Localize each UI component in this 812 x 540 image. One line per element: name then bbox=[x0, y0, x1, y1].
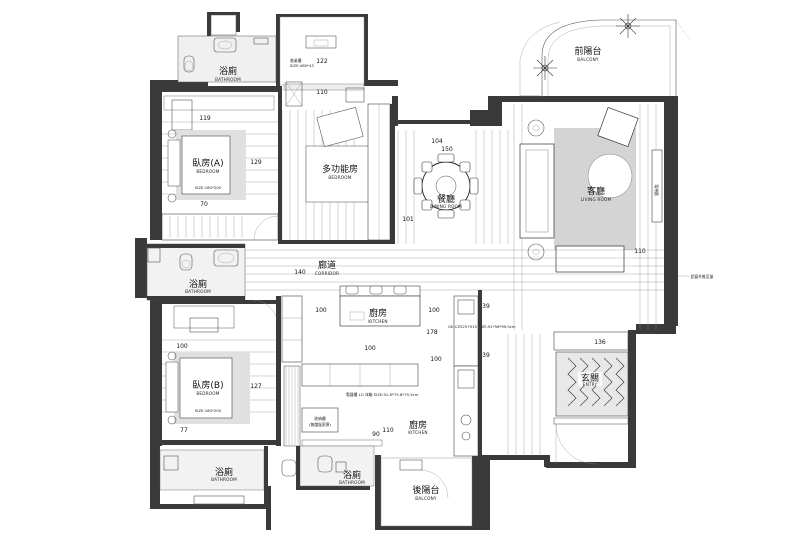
storage-note-1: 收納櫃 bbox=[314, 416, 326, 421]
dim-39a: 39 bbox=[482, 303, 490, 310]
plant-icon bbox=[533, 56, 557, 80]
dim-101: 101 bbox=[402, 216, 414, 223]
bedroom-a-title: 臥房(A) bbox=[192, 157, 223, 169]
storage-note-2: (無擋陰家俱) bbox=[309, 422, 331, 427]
balcony-back-title: 後陽台 bbox=[412, 484, 439, 496]
dim-110a: 110 bbox=[316, 89, 328, 96]
living-title: 客廳 bbox=[587, 185, 605, 197]
kitchen-side: 電器櫃 LG 冰箱 SIZE:91.8*75.8*75.5cm 收納櫃 (無擋陰… bbox=[283, 363, 428, 447]
dim-70: 70 bbox=[200, 201, 208, 208]
tv-label: 電視牆 bbox=[654, 184, 659, 196]
dim-110b: 110 bbox=[634, 248, 646, 255]
bath-top-sub: BATHROOM bbox=[215, 77, 241, 82]
dim-150: 150 bbox=[441, 146, 453, 153]
air-note: 鋁窗外推至量 bbox=[691, 274, 714, 279]
bath-top-title: 浴廁 bbox=[219, 65, 237, 77]
bath-bl-title: 浴廁 bbox=[215, 466, 233, 478]
living-sub: LIVING ROOM bbox=[581, 197, 612, 202]
dim-178: 178 bbox=[426, 329, 438, 336]
dining-sub: DINING ROOM bbox=[430, 204, 462, 209]
dim-100b: 100 bbox=[428, 307, 440, 314]
front-balcony: 前陽台 BALCONY bbox=[519, 14, 691, 98]
entry-sub: ENTRY bbox=[583, 382, 598, 387]
dim-136: 136 bbox=[594, 339, 606, 346]
kitchen-main-sub: KITCHEN bbox=[368, 319, 388, 324]
dining-room: 104 150 餐廳 DINING ROOM 101 bbox=[397, 130, 509, 244]
balcony-back-sub: BALCONY bbox=[415, 496, 437, 501]
dim-110c: 110 bbox=[382, 427, 394, 434]
bathroom-mid: 浴廁 BATHROOM bbox=[146, 243, 246, 301]
dim-122: 122 bbox=[316, 58, 328, 65]
dim-100d: 100 bbox=[430, 356, 442, 363]
corridor: 廊道 CORRIDOR 140 bbox=[162, 249, 664, 291]
bed-b-size: SIZE:180*200 bbox=[195, 408, 222, 413]
corridor-title: 廊道 bbox=[318, 259, 336, 271]
dim-129: 129 bbox=[250, 159, 262, 166]
bath-br-sub: BATHROOM bbox=[339, 480, 365, 485]
dim-100a: 100 bbox=[315, 307, 327, 314]
bed-a-size: SIZE:180*200 bbox=[195, 185, 222, 190]
kitchen-main-title: 廚房 bbox=[369, 307, 387, 319]
study-note-2: SIZE:460*43 bbox=[290, 63, 314, 68]
entry: 136 玄關 ENTRY bbox=[507, 331, 629, 465]
dim-104: 104 bbox=[431, 138, 443, 145]
corridor-sub: CORRIDOR bbox=[315, 271, 339, 276]
bath-mid-sub: BATHROOM bbox=[185, 289, 211, 294]
multi-room: 書桌櫃 SIZE:460*43 122 110 多功能房 BEDROOM bbox=[278, 16, 395, 244]
bathroom-bottom-left: 浴廁 BATHROOM bbox=[159, 446, 297, 506]
bedroom-a: 119 臥房(A) BEDROOM SIZE:180*200 129 70 bbox=[161, 86, 279, 241]
dim-77: 77 bbox=[180, 427, 188, 434]
plant-icon bbox=[616, 14, 640, 38]
dim-90: 90 bbox=[372, 431, 380, 438]
bath-br-title: 浴廁 bbox=[343, 469, 361, 481]
multi-room-sub: BEDROOM bbox=[328, 175, 351, 180]
dim-140: 140 bbox=[294, 269, 306, 276]
study-note-1: 書桌櫃 bbox=[290, 58, 302, 63]
multi-room-title: 多功能房 bbox=[322, 163, 358, 175]
dining-title: 餐廳 bbox=[437, 193, 455, 205]
bathroom-top: 浴廁 BATHROOM bbox=[177, 14, 277, 83]
back-balcony: 後陽台 BALCONY bbox=[380, 457, 473, 527]
dim-119: 119 bbox=[199, 115, 211, 122]
bedroom-b-sub: BEDROOM bbox=[196, 391, 219, 396]
outer-walls bbox=[135, 12, 678, 530]
kitchen-side-title: 廚房 bbox=[409, 419, 427, 431]
kitchen-cab-note: 電器櫃 LG 冰箱 SIZE:91.8*75.8*75.5cm bbox=[346, 392, 419, 397]
bedroom-b-title: 臥房(B) bbox=[192, 379, 223, 391]
bath-mid-title: 浴廁 bbox=[189, 278, 207, 290]
kitchen-main: 廚房 KITCHEN 100 100 178 100 100 GE-CZ5257… bbox=[281, 285, 516, 460]
balcony-front-title: 前陽台 bbox=[574, 45, 601, 57]
bathroom-bottom-right: 浴廁 BATHROOM bbox=[296, 445, 375, 490]
balcony-front-sub: BALCONY bbox=[577, 57, 599, 62]
bedroom-b: 100 臥房(B) BEDROOM SIZE:180*200 127 77 bbox=[162, 296, 281, 446]
dim-39b: 39 bbox=[482, 352, 490, 359]
bath-bl-sub: BATHROOM bbox=[211, 477, 237, 482]
dim-127: 127 bbox=[250, 383, 262, 390]
bedroom-a-sub: BEDROOM bbox=[196, 169, 219, 174]
dim-100c: 100 bbox=[364, 345, 376, 352]
kitchen-side-sub: KITCHEN bbox=[408, 430, 428, 435]
dim-100e: 100 bbox=[176, 343, 188, 350]
entry-title: 玄關 bbox=[581, 372, 599, 384]
living-room: 客廳 LIVING ROOM 電視牆 110 鋁窗外推至量 bbox=[513, 104, 714, 330]
